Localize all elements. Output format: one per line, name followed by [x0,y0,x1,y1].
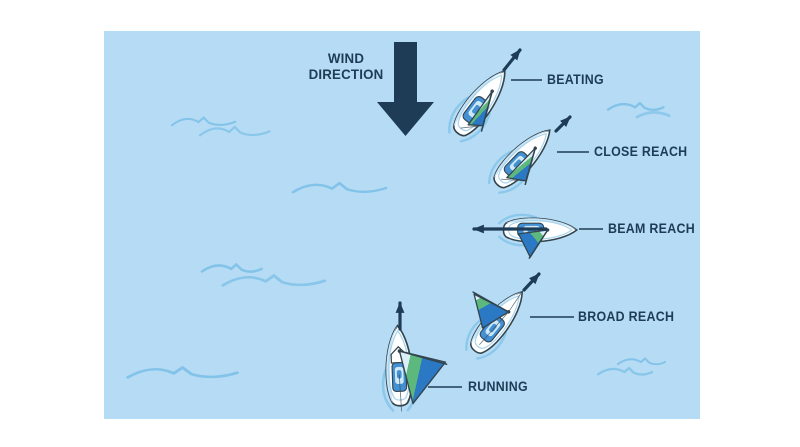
sailboat-beating-icon [441,60,519,148]
label-broad-reach: BROAD REACH [578,309,675,324]
sailboat-running-icon [379,323,448,413]
wind-label-line2: DIRECTION [308,65,384,82]
wind-direction-arrow-icon [377,42,434,136]
sailboat-broad-reach-icon [458,280,536,366]
heading-arrow-close-reach-icon [554,115,572,133]
heading-arrow-beating-icon [502,48,522,72]
wind-direction-label: WIND DIRECTION [298,50,395,82]
sailboat-close-reach-icon [481,118,563,200]
label-running: RUNNING [468,379,528,394]
sailboat-beam-reach-icon [498,213,578,259]
heading-arrow-broad-reach-icon [522,272,541,292]
wind-label-line1: WIND [327,50,365,66]
label-beating: BEATING [547,72,604,87]
label-beam-reach: BEAM REACH [608,221,695,236]
label-close-reach: CLOSE REACH [594,144,688,159]
